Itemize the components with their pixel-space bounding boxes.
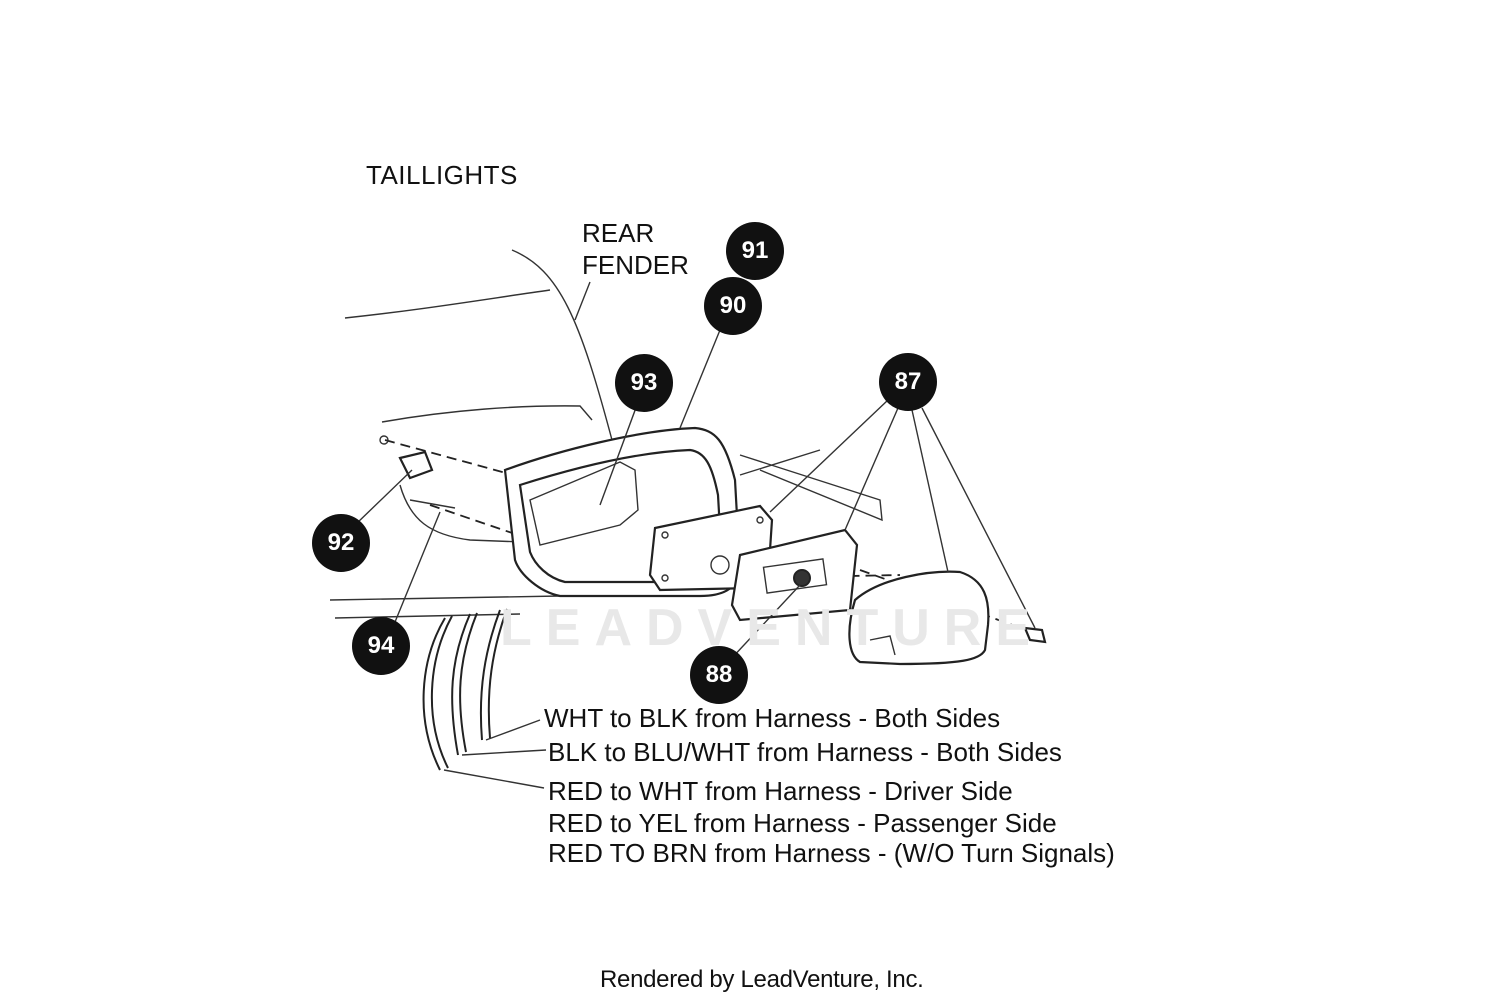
- fender-base-line-2: [334, 613, 521, 619]
- leader-94: [394, 511, 441, 623]
- bulb-socket: [793, 569, 811, 587]
- wire-2: [451, 613, 471, 756]
- leader-88: [729, 584, 801, 661]
- wire-1-b: [430, 615, 453, 769]
- callout-92: 92: [312, 514, 370, 572]
- wire-1: [422, 617, 446, 771]
- lens-notch: [869, 635, 896, 656]
- callout-87: 87: [879, 353, 937, 411]
- rear-fender-label-line-2: FENDER: [582, 250, 689, 280]
- leader-92: [354, 469, 413, 526]
- leader-87-c: [911, 409, 949, 573]
- footer-credit: Rendered by LeadVenture, Inc.: [600, 966, 924, 993]
- fender-right-outline-2: [739, 449, 821, 476]
- wire-leader-2: [461, 749, 547, 756]
- wiring-note-5: RED TO BRN from Harness - (W/O Turn Sign…: [548, 838, 1115, 868]
- wiring-note-4: RED to YEL from Harness - Passenger Side: [548, 808, 1057, 838]
- screw-right: [1023, 626, 1047, 644]
- diagram-title: TAILLIGHTS: [366, 160, 518, 190]
- leader-90: [679, 329, 721, 429]
- wiring-note-1: WHT to BLK from Harness - Both Sides: [544, 703, 1001, 733]
- wire-leader-3: [443, 769, 545, 789]
- gasket-hole: [710, 555, 730, 575]
- leader-87-a: [769, 399, 889, 513]
- rear-fender-label-line-1: REAR: [582, 218, 655, 248]
- pin-left: [379, 435, 389, 445]
- fender-top-outline: [344, 289, 551, 319]
- screw-94: [409, 499, 456, 509]
- fender-right-outline: [739, 454, 883, 522]
- wire-leader-1: [485, 719, 541, 741]
- wiring-note-3: RED to WHT from Harness - Driver Side: [548, 776, 1013, 806]
- callout-93: 93: [615, 354, 673, 412]
- wire-3-b: [487, 608, 508, 739]
- gasket-screw-hole-1: [661, 531, 669, 539]
- rear-fender-leader: [574, 281, 591, 321]
- watermark: LEADVENTURE: [500, 599, 1045, 657]
- callout-91: 91: [726, 222, 784, 280]
- fender-lower-outline: [399, 484, 601, 546]
- wire-3: [479, 609, 501, 741]
- leader-87-d: [921, 407, 1036, 629]
- wire-2-b: [459, 612, 478, 753]
- fender-base-line: [329, 595, 561, 601]
- callout-90: 90: [704, 277, 762, 335]
- fender-panel-outline: [381, 405, 593, 423]
- callout-88: 88: [690, 646, 748, 704]
- wiring-note-2: BLK to BLU/WHT from Harness - Both Sides: [548, 737, 1062, 767]
- bezel-window: [529, 461, 639, 546]
- lens-part: [848, 570, 990, 666]
- leader-93: [599, 404, 638, 506]
- gasket-screw-hole-3: [661, 574, 669, 582]
- leader-87-b: [844, 407, 899, 531]
- screw-92: [398, 450, 434, 480]
- fender-curve-outline: [511, 249, 613, 441]
- gasket-screw-hole-2: [756, 516, 764, 524]
- callout-94: 94: [352, 617, 410, 675]
